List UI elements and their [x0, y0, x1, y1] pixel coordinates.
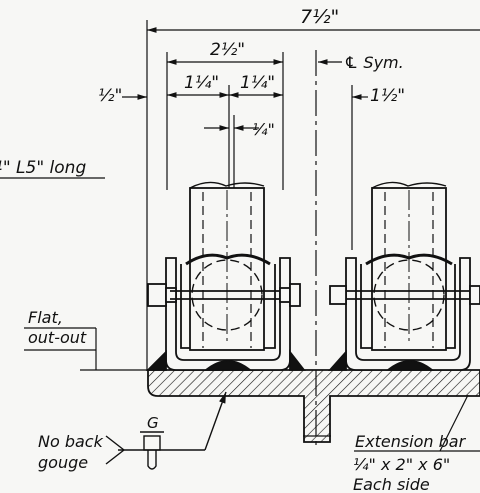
labels: 7½" 2½" 1¼" 1¼" ¼" ½" 1½" ℄ Sym. 4" L5" …	[0, 6, 467, 493]
edge-right-dimension: 1½"	[370, 86, 405, 106]
left-hanger	[145, 181, 306, 371]
gouge-label: gouge	[38, 453, 88, 472]
overall-dimension: 7½"	[300, 6, 339, 28]
weld-g-label: G	[147, 414, 159, 432]
out-out-label: out-out	[28, 328, 87, 347]
dimension-lines	[0, 20, 480, 371]
weld-symbol	[105, 391, 227, 470]
base-plate	[147, 369, 480, 443]
extension-bar-leader	[354, 394, 480, 452]
right-hanger	[327, 181, 480, 371]
angle-note: 4" L5" long	[0, 158, 86, 178]
extension-bar-size: ¼" x 2" x 6"	[353, 455, 450, 474]
gap-dimension: ¼"	[252, 120, 275, 139]
extension-bar-label: Extension bar	[355, 432, 467, 451]
symmetry-label: ℄ Sym.	[344, 53, 404, 72]
right-offset-dimension: 1¼"	[240, 73, 275, 93]
edge-left-dimension: ½"	[98, 86, 122, 106]
left-offset-dimension: 1¼"	[184, 73, 219, 93]
no-back-label: No back	[38, 432, 104, 451]
flat-label: Flat,	[28, 308, 63, 327]
each-side-label: Each side	[353, 475, 430, 493]
inner-span-dimension: 2½"	[210, 40, 245, 60]
